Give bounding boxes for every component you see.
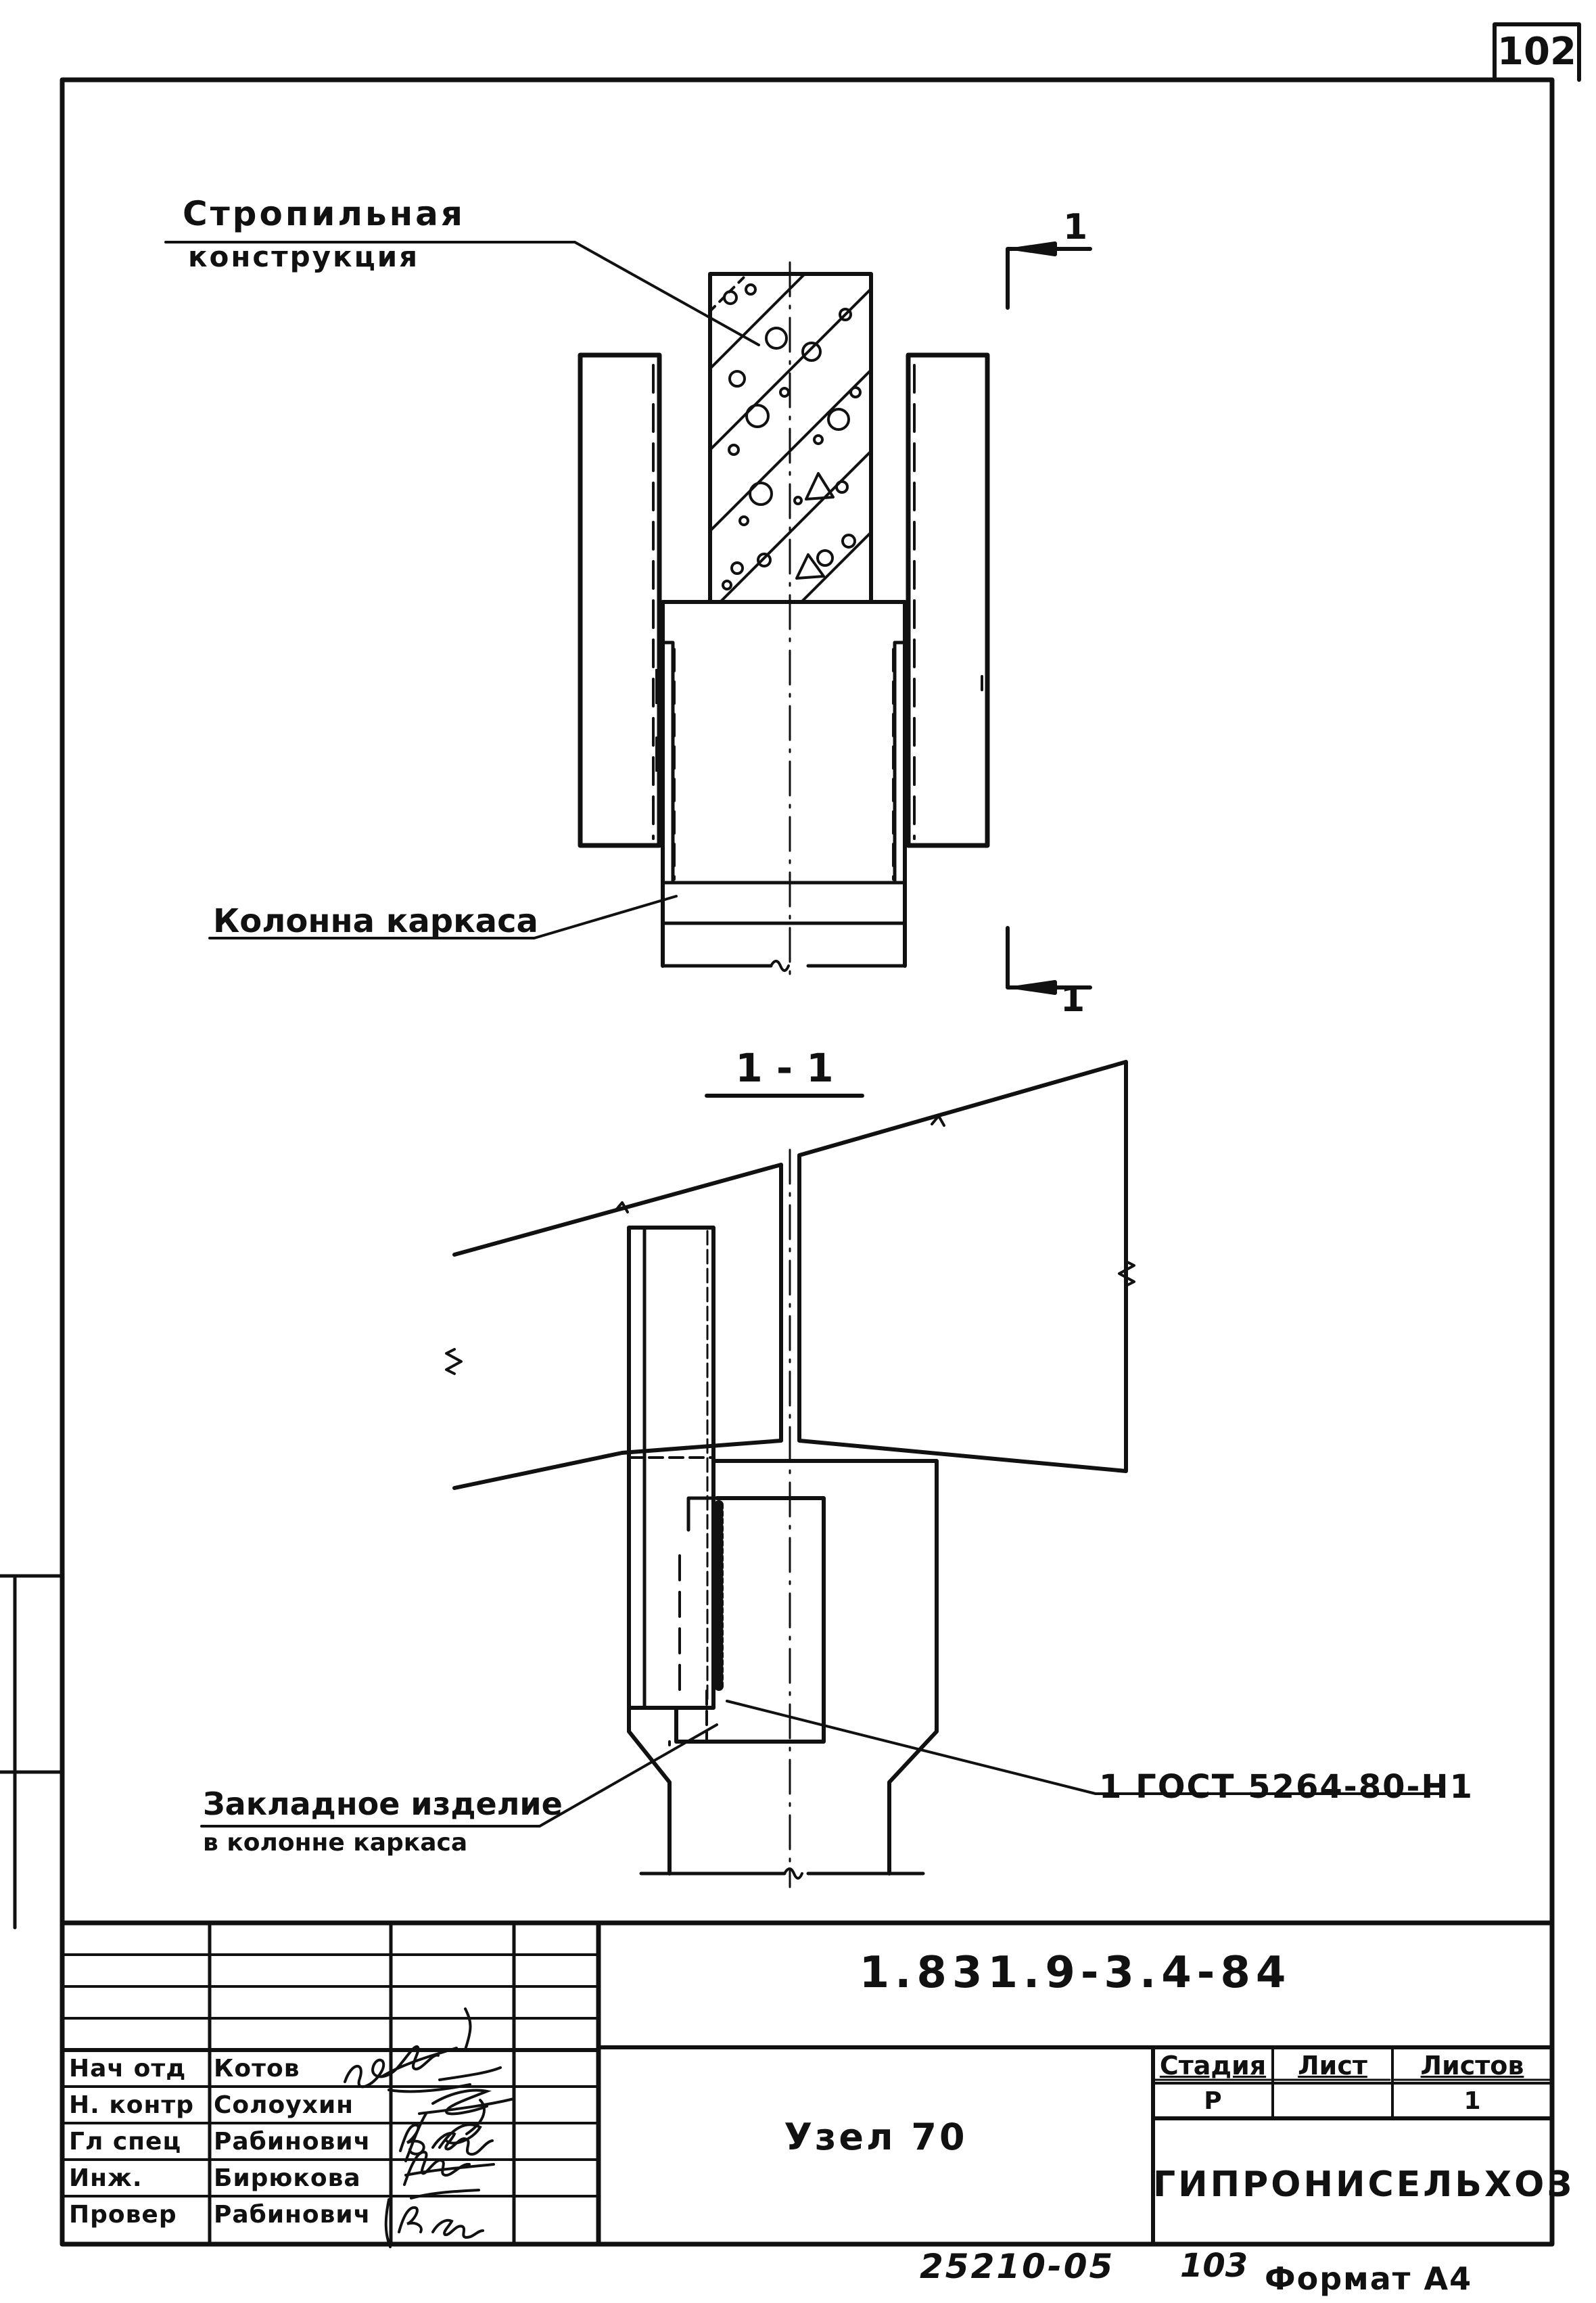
side-member-left bbox=[578, 352, 662, 848]
stamp-person: Котов bbox=[214, 2055, 300, 2083]
footer-format: Формат А4 bbox=[1265, 2260, 1473, 2297]
section-view bbox=[200, 1060, 1442, 1888]
sheets-value: 1 bbox=[1463, 2087, 1481, 2115]
side-member-right bbox=[906, 352, 990, 848]
stamp-role: Нач отд bbox=[69, 2055, 187, 2083]
section-mark: 1 - 1 bbox=[735, 1045, 834, 1091]
label-rafter-line1: Стропильная bbox=[183, 194, 466, 233]
stamp-role: Провер bbox=[69, 2201, 177, 2229]
footer-code: 25210-05 bbox=[920, 2247, 1115, 2286]
leader-embed bbox=[200, 1723, 718, 1828]
page-number-box bbox=[1493, 22, 1581, 82]
label-embed-line2: в колонне каркаса bbox=[203, 1829, 468, 1857]
signature-biryukova bbox=[403, 2150, 495, 2200]
stamp-person: Рабинович bbox=[214, 2201, 371, 2229]
stamp-person: Бирюкова bbox=[214, 2164, 361, 2192]
stage-value: Р bbox=[1204, 2087, 1222, 2115]
concrete-aggregate bbox=[722, 283, 862, 590]
leader-rafter bbox=[164, 241, 760, 346]
sheet-frame bbox=[60, 77, 1555, 2247]
label-rafter-line2: конструкция bbox=[188, 240, 420, 273]
sheets-header: Листов bbox=[1420, 2051, 1524, 2080]
page-number: 102 bbox=[1497, 30, 1576, 74]
signatures bbox=[344, 2007, 515, 2248]
stage-header: Стадия bbox=[1159, 2051, 1267, 2080]
stamp-person: Солоухин bbox=[214, 2091, 354, 2119]
signature-kotov bbox=[344, 2007, 502, 2093]
leader-column bbox=[208, 895, 678, 939]
column-plan bbox=[661, 600, 907, 968]
section-cut-marks bbox=[1006, 241, 1092, 995]
document-code: 1.831.9-3.4-84 bbox=[859, 1948, 1292, 1998]
sheet-header: Лист bbox=[1298, 2051, 1367, 2080]
leader-weld bbox=[726, 1700, 1442, 1795]
cut-mark-bottom: 1 bbox=[1060, 979, 1085, 1020]
stamp-person: Рабинович bbox=[214, 2128, 371, 2156]
organization: ГИПРОНИСЕЛЬХОЗ bbox=[1153, 2164, 1575, 2205]
stamp-role: Гл спец bbox=[69, 2128, 182, 2156]
signature-rabinovich-2 bbox=[384, 2198, 484, 2248]
label-column: Колонна каркаса bbox=[213, 902, 538, 940]
signature-solouhin bbox=[418, 2089, 515, 2149]
cut-mark-top: 1 bbox=[1063, 207, 1088, 248]
footer-number: 103 bbox=[1180, 2247, 1248, 2285]
drawing-title: Узел 70 bbox=[784, 2116, 968, 2158]
stamp-role: Инж. bbox=[69, 2164, 143, 2192]
binding-strip bbox=[0, 1574, 64, 1930]
label-embed-line1: Закладное изделие bbox=[203, 1786, 563, 1822]
title-block bbox=[60, 1920, 1555, 2247]
stamp-role: Н. контр bbox=[69, 2091, 195, 2119]
plan-view bbox=[164, 241, 1092, 995]
label-weld: 1 ГОСТ 5264-80-Н1 bbox=[1099, 1768, 1474, 1806]
